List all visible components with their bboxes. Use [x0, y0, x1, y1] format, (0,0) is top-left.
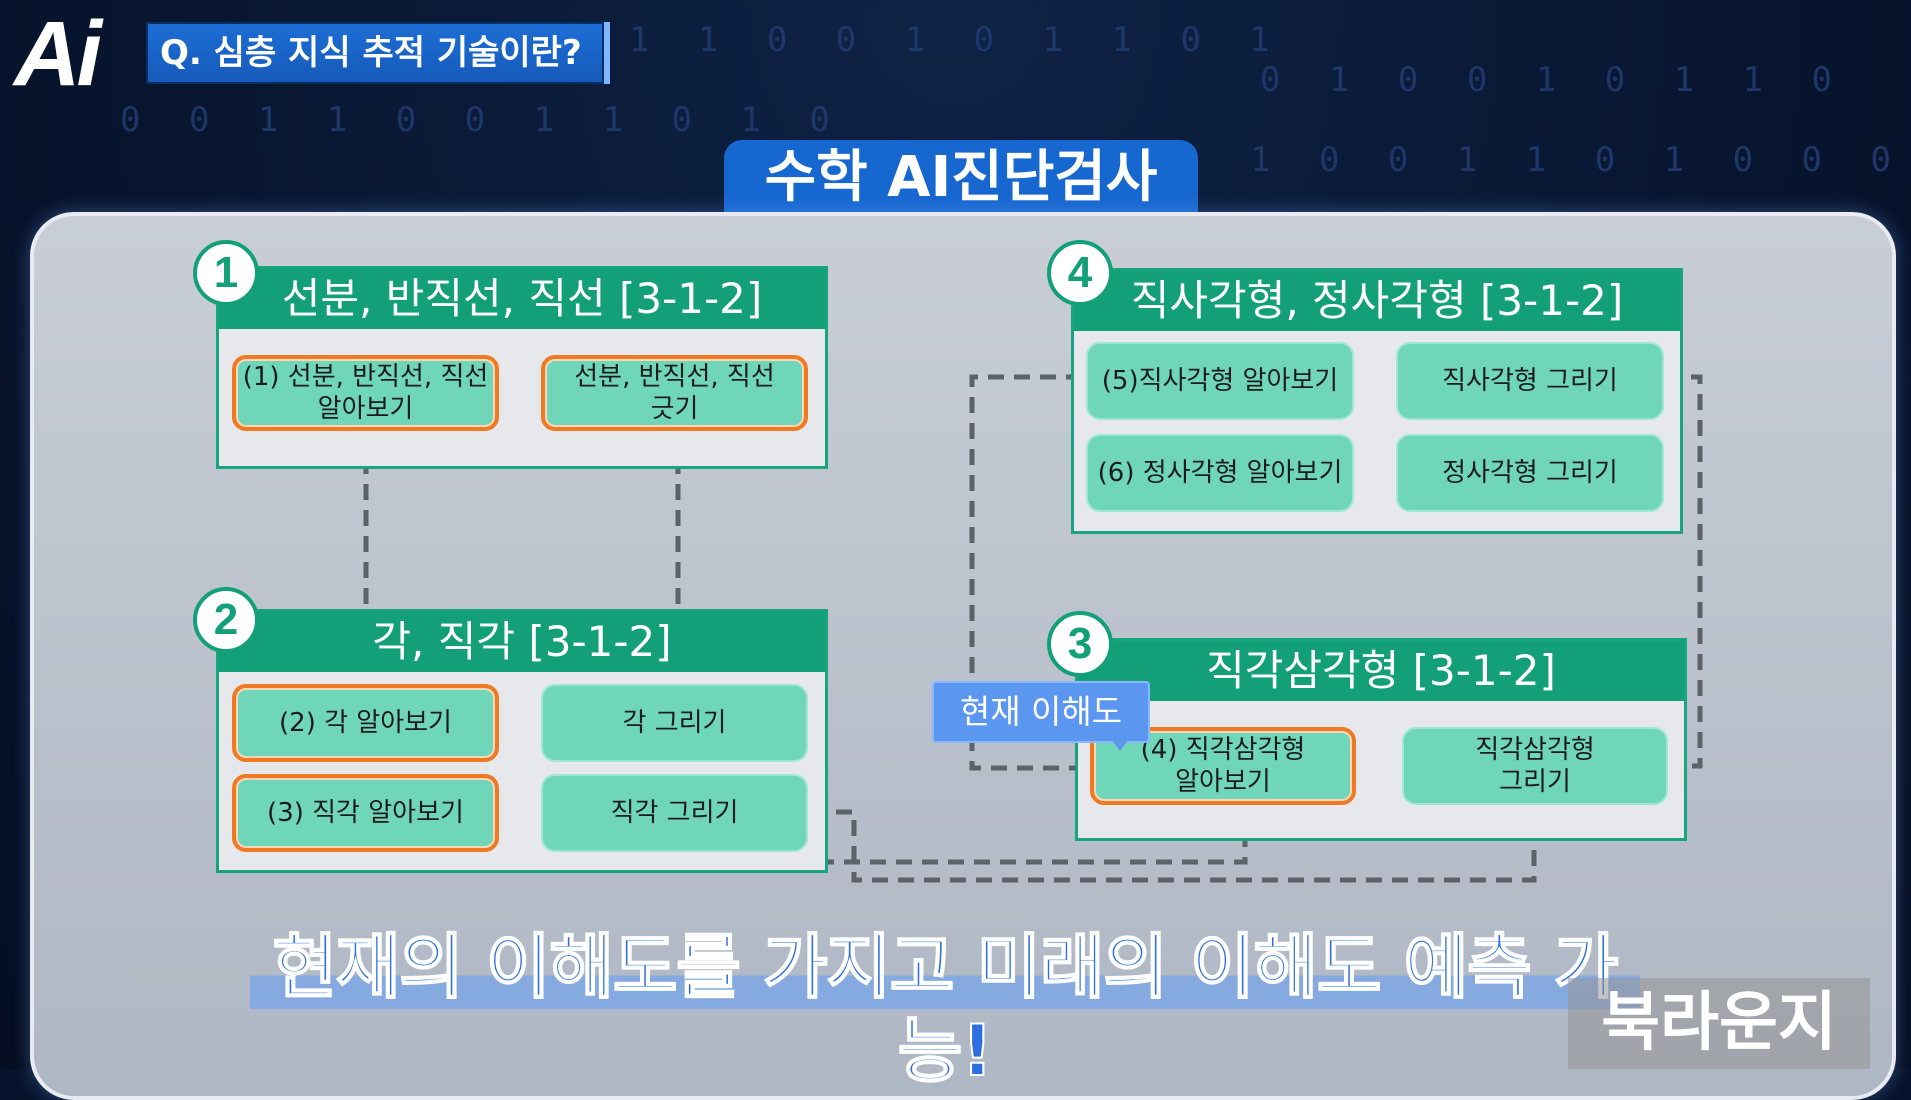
step-number-badge: 2	[193, 587, 259, 653]
node-line-segment-understand[interactable]: (1) 선분, 반직선, 직선 알아보기	[232, 355, 499, 431]
question-banner: Q. 심층 지식 추적 기술이란?	[146, 22, 610, 84]
step-number-badge: 1	[193, 240, 259, 306]
tag-pointer	[1110, 737, 1130, 751]
current-understanding-tag: 현재 이해도	[932, 681, 1150, 743]
group-title: 선분, 반직선, 직선 [3-1-2]	[219, 269, 825, 329]
connector-lines	[359, 374, 1703, 883]
subtitle-caption: 현재의 이해도를 가지고 미래의 이해도 예측 가능!	[250, 925, 1640, 1093]
binary-decoration: 0 0 1 1 0 0 1 1 0 1 0	[120, 100, 844, 140]
node-right-angle-draw[interactable]: 직각 그리기	[541, 774, 808, 852]
group-title: 직각삼각형 [3-1-2]	[1078, 641, 1684, 701]
channel-watermark: 북라운지	[1568, 978, 1870, 1069]
node-rectangle-draw[interactable]: 직사각형 그리기	[1396, 342, 1664, 420]
node-square-draw[interactable]: 정사각형 그리기	[1396, 434, 1664, 512]
binary-decoration: 0 1 0 0 1 0 1 1 0	[1260, 60, 1846, 100]
page-title: 수학 AI진단검사	[724, 140, 1198, 216]
node-angle-draw[interactable]: 각 그리기	[541, 684, 808, 762]
node-rectangle-understand[interactable]: (5)직사각형 알아보기	[1086, 342, 1354, 420]
node-line-segment-draw[interactable]: 선분, 반직선, 직선 긋기	[541, 355, 808, 431]
group-title: 직사각형, 정사각형 [3-1-2]	[1074, 271, 1680, 331]
ai-logo: Ai	[14, 3, 102, 105]
step-number-badge: 4	[1047, 240, 1113, 306]
node-square-understand[interactable]: (6) 정사각형 알아보기	[1086, 434, 1354, 512]
node-angle-understand[interactable]: (2) 각 알아보기	[232, 684, 499, 762]
binary-decoration: 1 0 0 1 1 0 1 0 0 0	[1250, 140, 1905, 180]
node-right-angle-understand[interactable]: (3) 직각 알아보기	[232, 774, 499, 852]
group-title: 각, 직각 [3-1-2]	[219, 612, 825, 672]
binary-decoration: 0 1 1 0 0 1 0 1 1 0 1	[560, 20, 1284, 60]
node-right-triangle-draw[interactable]: 직각삼각형 그리기	[1402, 727, 1668, 805]
step-number-badge: 3	[1047, 611, 1113, 677]
